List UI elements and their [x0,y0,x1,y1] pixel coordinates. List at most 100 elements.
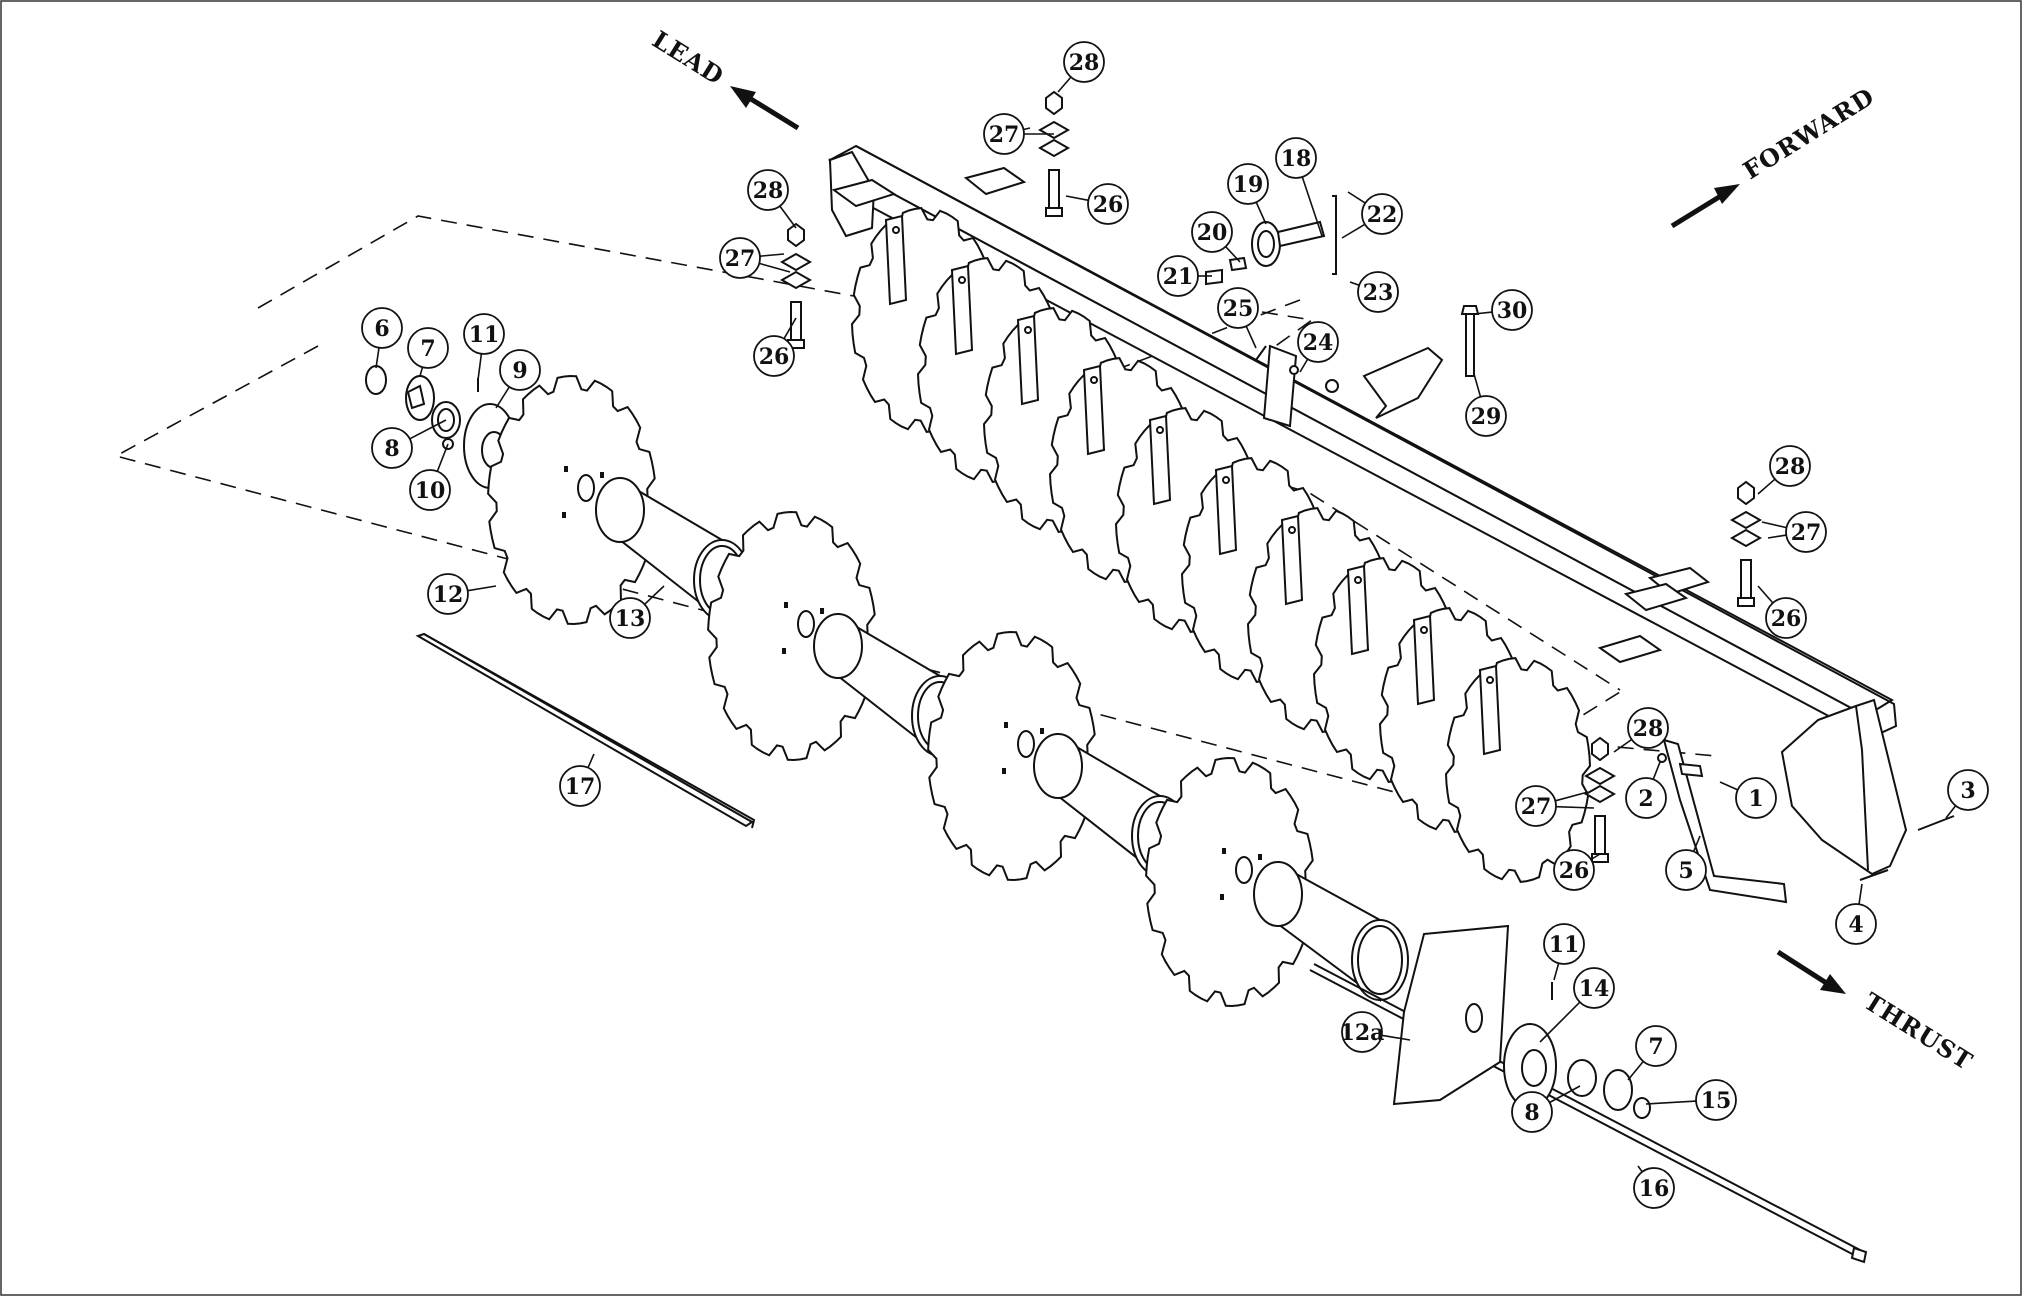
callout-c10: 10 [409,469,451,511]
leader-line [1637,1165,1643,1173]
callout-bubble [1227,163,1269,205]
callout-c17: 17 [559,765,601,807]
callout-bubble [1553,849,1595,891]
hardware-stack-2 [779,222,813,349]
callout-number: 21 [1163,264,1194,290]
callout-c27a: 27 [983,113,1025,155]
callout-bubble [1543,923,1585,965]
callout-number: 16 [1639,1176,1670,1202]
callout-number: 26 [1559,858,1590,884]
callout-bubble [1157,255,1199,297]
callout-bubble [1515,785,1557,827]
callout-c15: 15 [1695,1079,1737,1121]
callout-number: 26 [1771,606,1802,632]
callout-bubble [747,169,789,211]
callout-c27c: 27 [1785,511,1827,553]
callout-bubble [1633,1167,1675,1209]
leader-line [1255,201,1267,225]
hanger-arm [1412,614,1436,706]
leader-line [1719,781,1739,791]
callout-c13: 13 [609,597,651,639]
callout-c26c: 26 [1765,597,1807,639]
callout-bubble [1361,193,1403,235]
left-bearing-stack [365,365,517,489]
leader-line [1301,176,1323,237]
callout-c26a: 26 [1087,183,1129,225]
callout-c28b: 28 [747,169,789,211]
callout-number: 3 [1960,778,1975,804]
callout-c26d: 26 [1553,849,1595,891]
leader-line [1645,1100,1697,1105]
hanger-arm [884,214,908,306]
callout-number: 11 [1549,932,1580,958]
callout-number: 18 [1281,146,1312,172]
spacer-spool-4 [1253,861,1409,1002]
callout-number: 29 [1471,404,1502,430]
leader-line [1381,1034,1411,1041]
callout-number: 25 [1223,296,1254,322]
leader-line [436,443,449,472]
hanger-arm [1346,564,1370,656]
leader-line [1549,1085,1581,1104]
callout-number: 5 [1678,858,1693,884]
callout-c7a: 7 [407,327,449,369]
callout-c3: 3 [1947,769,1989,811]
leader-line [375,347,380,369]
part-callouts: 2827262827261819202122232524302967119810… [361,41,1989,1209]
leader-line [1858,883,1863,905]
leader-line [1652,761,1661,780]
leader-line [1590,853,1601,861]
bracket-25-guide [1261,311,1315,351]
leader-line [467,585,497,592]
callout-bubble [361,307,403,349]
callout-bubble [1357,271,1399,313]
callout-bubble [407,327,449,369]
callout-bubble [1625,777,1667,819]
leader-line [477,353,483,381]
hanger-arm [1016,314,1040,406]
leader-line [1245,325,1257,349]
leader-line [419,366,424,377]
callout-bubble [1573,967,1615,1009]
callout-number: 27 [989,122,1020,148]
leader-line [495,386,510,409]
leader-line [1945,805,1957,819]
hardware-stack-3 [1729,480,1763,607]
callout-bubble [719,237,761,279]
leader-line [1341,223,1366,239]
hardware-stack-1 [1037,90,1071,217]
callout-number: 24 [1303,330,1334,356]
leader-line [779,205,797,229]
callout-c7b: 7 [1635,1025,1677,1067]
callout-bubble [499,349,541,391]
callout-number: 13 [615,606,646,632]
callout-bubble [1947,769,1989,811]
exploded-gang-discs [487,374,1409,1008]
leader-line [759,262,791,273]
callout-bubble [1695,1079,1737,1121]
callout-number: 30 [1497,298,1528,324]
callout-bubble [1627,707,1669,749]
callout-bubble [1465,395,1507,437]
callout-c4: 4 [1835,903,1877,945]
forward-direction-indicator: FORWARD [1670,81,1880,229]
callout-number: 12a [1340,1020,1385,1046]
gang-disc-4 [1145,756,1315,1008]
callout-c27b: 27 [719,237,761,279]
hitch-bracket [1255,305,1480,428]
leader-line [587,753,595,769]
callout-number: 19 [1233,172,1264,198]
thrust-direction-indicator: THRUST [1776,949,1978,1076]
callout-c12a: 12a [1340,1011,1385,1053]
callout-c28c: 28 [1769,445,1811,487]
callout-c5: 5 [1665,849,1707,891]
hanger-arm [1214,464,1238,556]
mounting-hardware-stacks [779,90,1763,863]
lead-label: LEAD [647,25,729,91]
callout-number: 26 [759,344,790,370]
hanger-arm [1148,414,1172,506]
callout-number: 28 [753,178,784,204]
callout-c9: 9 [499,349,541,391]
callout-number: 14 [1579,976,1610,1002]
